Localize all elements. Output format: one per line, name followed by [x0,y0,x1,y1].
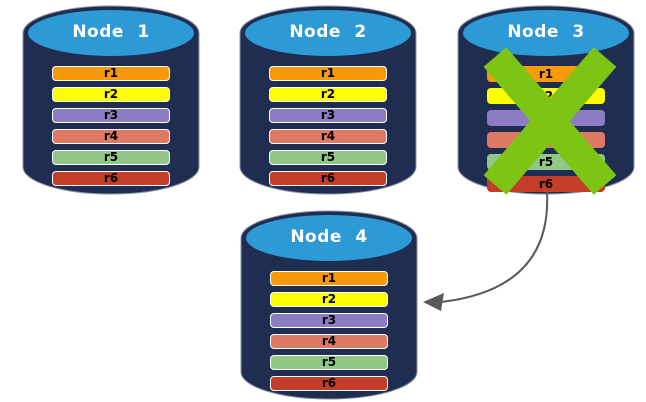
row-r5: r5 [270,355,388,370]
row-r1: r1 [269,66,387,81]
node-title: Node 1 [72,22,150,42]
row-r5: r5 [269,150,387,165]
node-3: Node 3 r1 r2 r3 r4 r5 r6 [457,5,635,195]
row-r4: r4 [269,129,387,144]
row-r1: r1 [270,271,388,286]
row-r6: r6 [269,171,387,186]
row-r3: r3 [269,108,387,123]
node-title: Node 3 [507,22,585,42]
node-2: Node 2 r1 r2 r3 r4 r5 r6 [239,5,417,195]
node-title: Node 2 [289,22,367,42]
node-1: Node 1 r1 r2 r3 r4 r5 r6 [22,5,200,195]
row-list: r1 r2 r3 r4 r5 r6 [52,66,170,186]
failure-cross-icon [483,47,617,195]
row-list: r1 r2 r3 r4 r5 r6 [269,66,387,186]
row-r1: r1 [52,66,170,81]
row-r6: r6 [270,376,388,391]
row-r3: r3 [270,313,388,328]
row-r3: r3 [52,108,170,123]
node-4: Node 4 r1 r2 r3 r4 r5 r6 [240,210,418,400]
row-r4: r4 [270,334,388,349]
node-title: Node 4 [290,227,368,247]
row-r2: r2 [52,87,170,102]
row-r5: r5 [52,150,170,165]
row-r2: r2 [269,87,387,102]
row-r6: r6 [52,171,170,186]
row-list: r1 r2 r3 r4 r5 r6 [270,271,388,391]
failover-arrow-icon [423,191,549,311]
row-r2: r2 [270,292,388,307]
row-r4: r4 [52,129,170,144]
